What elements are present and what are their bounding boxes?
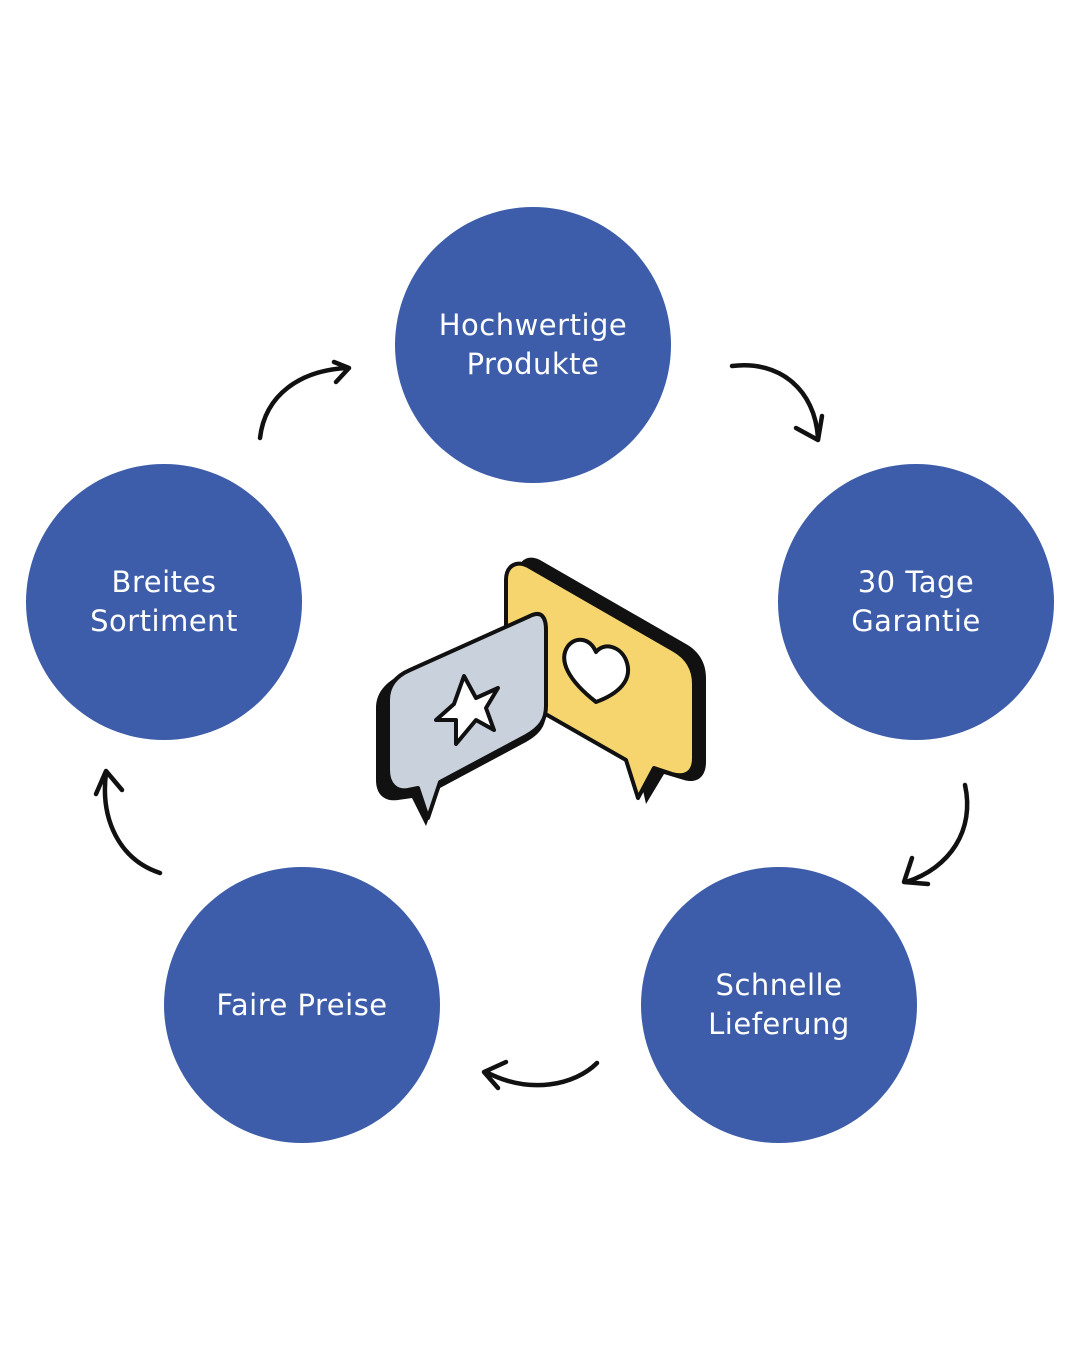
cycle-node-schnelle-lieferung: Schnelle Lieferung (641, 867, 917, 1143)
speech-bubble-yellow (504, 557, 706, 804)
cycle-node-hochwertige-produkte: Hochwertige Produkte (395, 207, 671, 483)
node-label: Faire Preise (216, 987, 388, 1022)
node-label: Breites Sortiment (90, 565, 238, 638)
heart-icon (562, 637, 630, 704)
cycle-node-breites-sortiment: Breites Sortiment (26, 464, 302, 740)
star-icon (434, 674, 500, 746)
arrow-icon (729, 362, 825, 443)
node-label: 30 Tage Garantie (851, 565, 981, 638)
node-label: Hochwertige Produkte (438, 308, 628, 381)
speech-bubbles-illustration (376, 557, 706, 826)
arrow-icon (93, 768, 163, 876)
cycle-node-faire-preise: Faire Preise (164, 867, 440, 1143)
cycle-node-30-tage-garantie: 30 Tage Garantie (778, 464, 1054, 740)
arrow-icon (481, 1059, 600, 1091)
arrow-icon (257, 359, 352, 441)
arrow-icon (901, 782, 970, 887)
node-label: Schnelle Lieferung (708, 968, 850, 1041)
speech-bubble-grey (376, 611, 548, 826)
